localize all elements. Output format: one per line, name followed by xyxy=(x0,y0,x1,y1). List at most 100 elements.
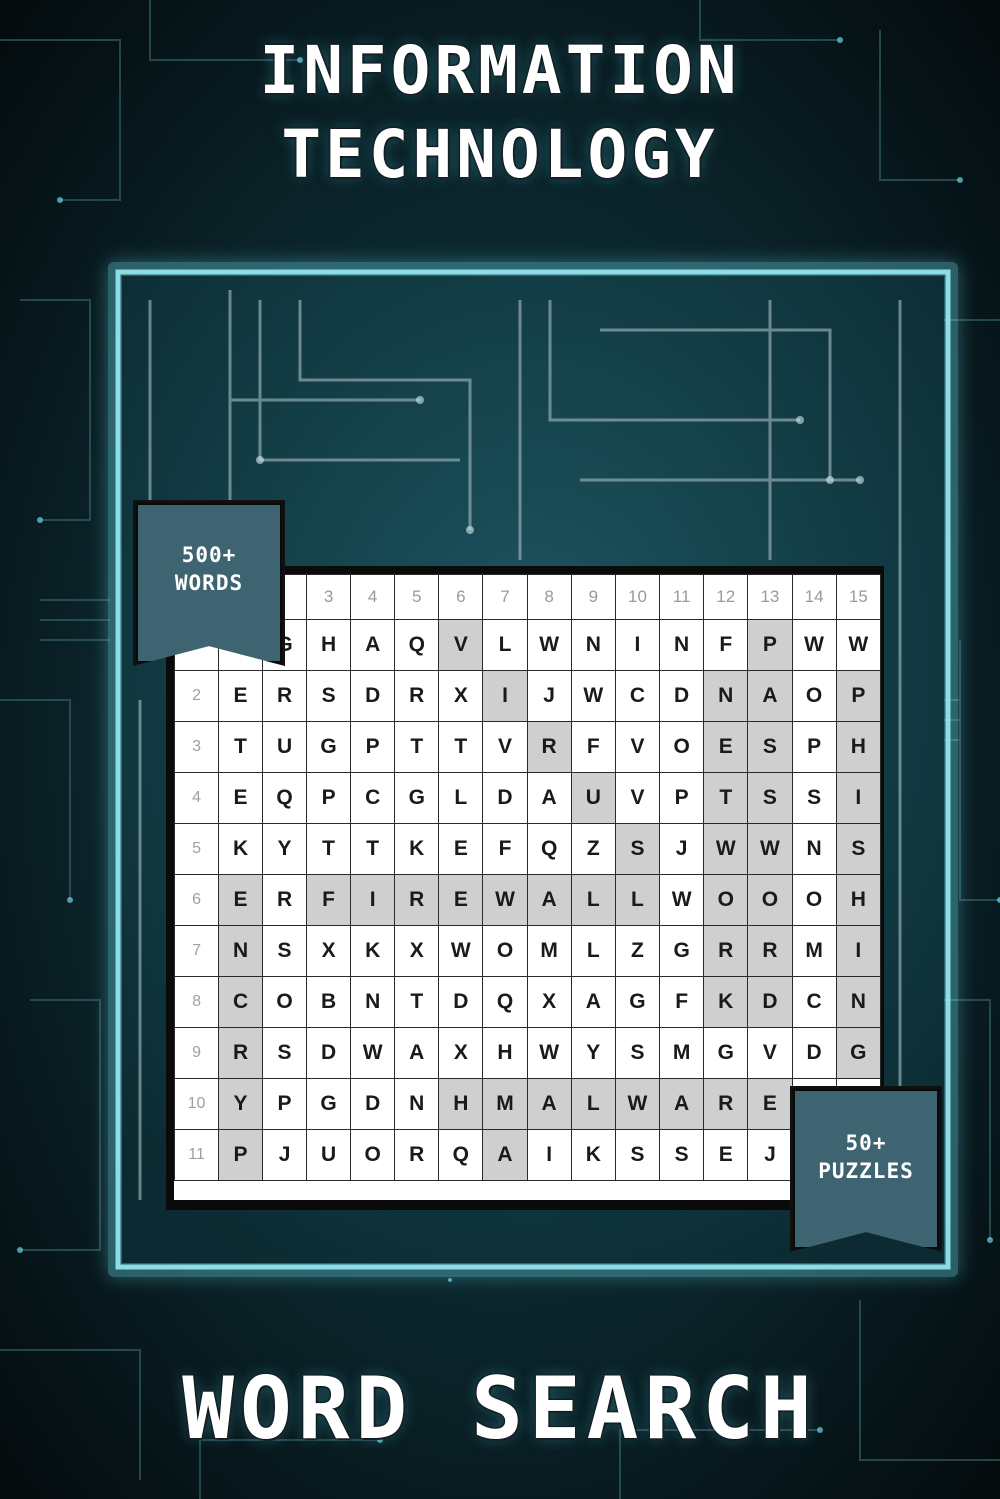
letter-cell[interactable]: F xyxy=(659,976,705,1028)
letter-cell[interactable]: C xyxy=(791,976,837,1028)
letter-cell[interactable]: G xyxy=(659,925,705,977)
letter-cell[interactable]: X xyxy=(306,925,352,977)
letter-cell[interactable]: A xyxy=(394,1027,440,1079)
letter-cell[interactable]: S xyxy=(659,1129,705,1181)
highlighted-letter-cell[interactable]: E xyxy=(438,874,484,926)
letter-cell[interactable]: E xyxy=(438,823,484,875)
letter-cell[interactable]: T xyxy=(350,823,396,875)
highlighted-letter-cell[interactable]: F xyxy=(306,874,352,926)
highlighted-letter-cell[interactable]: M xyxy=(482,1078,528,1130)
letter-cell[interactable]: I xyxy=(614,619,661,671)
letter-cell[interactable]: D xyxy=(482,772,528,824)
highlighted-letter-cell[interactable]: W xyxy=(703,823,749,875)
letter-cell[interactable]: K xyxy=(218,823,264,875)
letter-cell[interactable]: P xyxy=(350,721,396,773)
letter-cell[interactable]: N xyxy=(791,823,837,875)
letter-cell[interactable]: Y xyxy=(570,1027,616,1079)
letter-cell[interactable]: J xyxy=(262,1129,308,1181)
highlighted-letter-cell[interactable]: E xyxy=(703,721,749,773)
highlighted-letter-cell[interactable]: S xyxy=(835,823,881,875)
letter-cell[interactable]: Z xyxy=(570,823,616,875)
highlighted-letter-cell[interactable]: W xyxy=(614,1078,661,1130)
letter-cell[interactable]: T xyxy=(438,721,484,773)
letter-cell[interactable]: G xyxy=(614,976,661,1028)
letter-cell[interactable]: R xyxy=(394,670,440,722)
letter-cell[interactable]: Q xyxy=(394,619,440,671)
highlighted-letter-cell[interactable]: R xyxy=(394,874,440,926)
letter-cell[interactable]: G xyxy=(703,1027,749,1079)
letter-cell[interactable]: I xyxy=(526,1129,572,1181)
letter-cell[interactable]: Q xyxy=(526,823,572,875)
highlighted-letter-cell[interactable]: W xyxy=(747,823,793,875)
letter-cell[interactable]: F xyxy=(482,823,528,875)
letter-cell[interactable]: V xyxy=(482,721,528,773)
highlighted-letter-cell[interactable]: D xyxy=(747,976,793,1028)
letter-cell[interactable]: T xyxy=(306,823,352,875)
highlighted-letter-cell[interactable]: P xyxy=(747,619,793,671)
letter-cell[interactable]: O xyxy=(791,874,837,926)
letter-cell[interactable]: U xyxy=(306,1129,352,1181)
letter-cell[interactable]: K xyxy=(394,823,440,875)
letter-cell[interactable]: N xyxy=(659,619,705,671)
letter-cell[interactable]: O xyxy=(659,721,705,773)
highlighted-letter-cell[interactable]: O xyxy=(703,874,749,926)
letter-cell[interactable]: J xyxy=(659,823,705,875)
letter-cell[interactable]: W xyxy=(438,925,484,977)
letter-cell[interactable]: J xyxy=(526,670,572,722)
letter-cell[interactable]: V xyxy=(614,772,661,824)
highlighted-letter-cell[interactable]: L xyxy=(614,874,661,926)
letter-cell[interactable]: O xyxy=(482,925,528,977)
letter-cell[interactable]: W xyxy=(526,619,572,671)
letter-cell[interactable]: S xyxy=(614,1129,661,1181)
highlighted-letter-cell[interactable]: K xyxy=(703,976,749,1028)
letter-cell[interactable]: R xyxy=(262,874,308,926)
highlighted-letter-cell[interactable]: W xyxy=(482,874,528,926)
letter-cell[interactable]: D xyxy=(306,1027,352,1079)
highlighted-letter-cell[interactable]: I xyxy=(350,874,396,926)
letter-cell[interactable]: T xyxy=(218,721,264,773)
letter-cell[interactable]: U xyxy=(262,721,308,773)
highlighted-letter-cell[interactable]: S xyxy=(614,823,661,875)
letter-cell[interactable]: V xyxy=(747,1027,793,1079)
letter-cell[interactable]: M xyxy=(791,925,837,977)
letter-cell[interactable]: W xyxy=(570,670,616,722)
letter-cell[interactable]: G xyxy=(394,772,440,824)
letter-cell[interactable]: A xyxy=(526,772,572,824)
highlighted-letter-cell[interactable]: N xyxy=(218,925,264,977)
letter-cell[interactable]: Z xyxy=(614,925,661,977)
letter-cell[interactable]: A xyxy=(350,619,396,671)
letter-cell[interactable]: W xyxy=(791,619,837,671)
letter-cell[interactable]: D xyxy=(791,1027,837,1079)
highlighted-letter-cell[interactable]: R xyxy=(747,925,793,977)
letter-cell[interactable]: F xyxy=(570,721,616,773)
letter-cell[interactable]: R xyxy=(262,670,308,722)
letter-cell[interactable]: S xyxy=(262,925,308,977)
letter-cell[interactable]: Q xyxy=(262,772,308,824)
letter-cell[interactable]: G xyxy=(306,721,352,773)
letter-cell[interactable]: X xyxy=(438,1027,484,1079)
highlighted-letter-cell[interactable]: H xyxy=(835,874,881,926)
highlighted-letter-cell[interactable]: S xyxy=(747,721,793,773)
letter-cell[interactable]: R xyxy=(394,1129,440,1181)
highlighted-letter-cell[interactable]: Y xyxy=(218,1078,264,1130)
letter-cell[interactable]: K xyxy=(570,1129,616,1181)
letter-cell[interactable]: N xyxy=(570,619,616,671)
highlighted-letter-cell[interactable]: I xyxy=(835,772,881,824)
letter-cell[interactable]: S xyxy=(306,670,352,722)
highlighted-letter-cell[interactable]: T xyxy=(703,772,749,824)
letter-cell[interactable]: Q xyxy=(438,1129,484,1181)
letter-cell[interactable]: D xyxy=(438,976,484,1028)
letter-cell[interactable]: L xyxy=(482,619,528,671)
highlighted-letter-cell[interactable]: E xyxy=(218,874,264,926)
letter-cell[interactable]: E xyxy=(703,1129,749,1181)
highlighted-letter-cell[interactable]: V xyxy=(438,619,484,671)
highlighted-letter-cell[interactable]: C xyxy=(218,976,264,1028)
highlighted-letter-cell[interactable]: R xyxy=(526,721,572,773)
letter-cell[interactable]: P xyxy=(306,772,352,824)
letter-cell[interactable]: A xyxy=(570,976,616,1028)
letter-cell[interactable]: S xyxy=(262,1027,308,1079)
letter-cell[interactable]: P xyxy=(262,1078,308,1130)
letter-cell[interactable]: G xyxy=(306,1078,352,1130)
highlighted-letter-cell[interactable]: A xyxy=(482,1129,528,1181)
highlighted-letter-cell[interactable]: E xyxy=(747,1078,793,1130)
